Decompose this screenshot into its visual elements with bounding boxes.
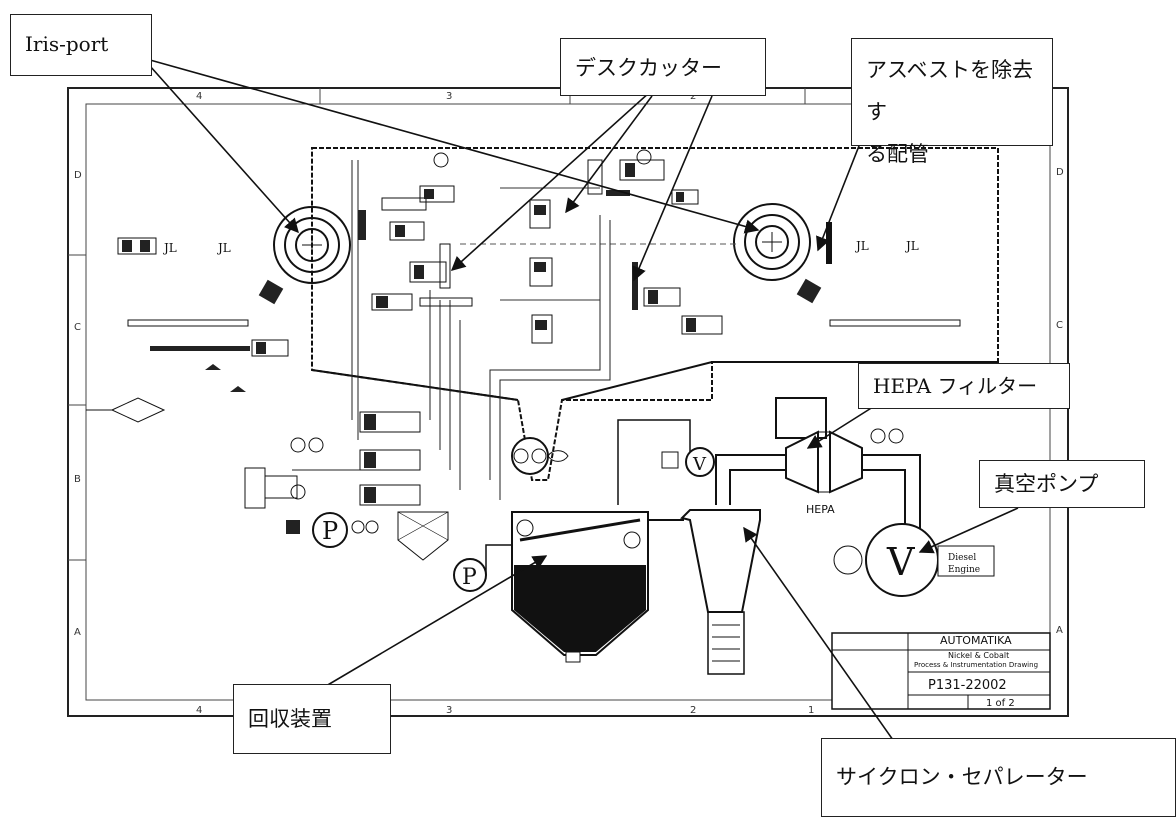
compressor-unit: P <box>244 437 379 548</box>
hepa-vacuum-piping <box>715 397 921 550</box>
recovery-tank <box>511 511 649 663</box>
left-equipment: JL JL <box>86 237 289 423</box>
knockout-tank: P <box>397 511 512 592</box>
callout-desk-cutter: デスクカッター <box>560 38 766 96</box>
callout-asbestos-pipe-line1: アスベストを除去す <box>866 58 1033 124</box>
callout-recovery-device: 回収装置 <box>233 684 391 754</box>
engine-label-line1: Diesel <box>948 553 976 563</box>
right-equipment: JL JL <box>829 239 961 327</box>
title-block: AUTOMATIKA Nickel & Cobalt Process & Ins… <box>831 632 1051 710</box>
callout-asbestos-pipe: アスベストを除去す る配管 <box>851 38 1053 166</box>
svg-text:JL: JL <box>854 239 869 253</box>
callout-arrows <box>149 59 1019 741</box>
iris-port-right <box>733 203 832 304</box>
arrow-desk-cutter-3 <box>632 95 713 282</box>
vacuum-symbol-large: V <box>886 540 915 584</box>
callout-hepa-filter-text: HEPA フィルター <box>873 374 1038 398</box>
hepa-filter-unit: HEPA <box>785 428 904 516</box>
svg-text:JL: JL <box>216 241 231 255</box>
grid-top-3: 3 <box>446 91 452 102</box>
desk-cutter-assembly <box>358 149 740 344</box>
arrow-iris-port-right <box>149 59 760 234</box>
engine-label-line2: Engine <box>948 565 980 575</box>
pump-symbol-left: P <box>322 517 338 545</box>
arrow-iris-port-left <box>149 65 299 234</box>
hepa-label: HEPA <box>806 503 835 516</box>
callout-cyclone-separator-text: サイクロン・セパレーター <box>836 765 1088 789</box>
valve-piping <box>351 160 611 500</box>
arrow-vacuum-pump <box>918 507 1019 554</box>
rotary-feeder <box>511 437 569 475</box>
grid-bottom-1: 1 <box>808 705 814 716</box>
grid-top-4: 4 <box>196 91 202 102</box>
callout-cyclone-separator: サイクロン・セパレーター <box>821 738 1176 817</box>
main-vacuum-pump: V Diesel Engine <box>833 523 995 597</box>
arrow-desk-cutter-2 <box>565 95 653 214</box>
cyclone-separator <box>648 509 761 675</box>
grid-left-b: B <box>74 474 81 485</box>
grid-left-d: D <box>74 170 82 181</box>
callout-asbestos-pipe-line2: る配管 <box>866 142 929 166</box>
callout-vacuum-pump: 真空ポンプ <box>979 460 1145 508</box>
solenoid-valve-bank <box>292 411 421 506</box>
callout-desk-cutter-text: デスクカッター <box>575 56 722 80</box>
callout-iris-port-text: Iris-port <box>25 32 109 56</box>
svg-text:JL: JL <box>904 239 919 253</box>
title-block-drawing-number: P131-22002 <box>928 678 1007 693</box>
iris-port-left <box>258 206 351 305</box>
vacuum-symbol-small: V <box>692 454 707 475</box>
title-block-company-sub: Nickel & Cobalt <box>948 651 1009 660</box>
arrow-recovery-device <box>325 555 548 687</box>
title-block-sheet: 1 of 2 <box>986 698 1015 709</box>
arrow-cyclone-separator <box>743 526 894 741</box>
grid-right-d: D <box>1056 167 1064 178</box>
callout-vacuum-pump-text: 真空ポンプ <box>994 472 1099 496</box>
grid-bottom-4: 4 <box>196 705 202 716</box>
grid-bottom-2: 2 <box>690 705 696 716</box>
arrow-desk-cutter-1 <box>450 91 651 271</box>
callout-iris-port: Iris-port <box>10 14 152 76</box>
title-block-company: AUTOMATIKA <box>940 634 1012 647</box>
grid-right-c: C <box>1056 320 1063 331</box>
grid-left-a: A <box>74 627 81 638</box>
grid-right-a: A <box>1056 625 1063 636</box>
title-block-drawing-title: Process & Instrumentation Drawing <box>914 661 1038 669</box>
grid-top-2: 2 <box>690 91 696 102</box>
callout-hepa-filter: HEPA フィルター <box>858 363 1070 409</box>
grid-bottom-3: 3 <box>446 705 452 716</box>
vacuum-gauge-loop: V <box>617 419 715 505</box>
callout-recovery-device-text: 回収装置 <box>248 707 332 731</box>
pump-symbol-center: P <box>462 565 477 590</box>
grid-left-c: C <box>74 322 81 333</box>
svg-text:JL: JL <box>162 241 177 255</box>
